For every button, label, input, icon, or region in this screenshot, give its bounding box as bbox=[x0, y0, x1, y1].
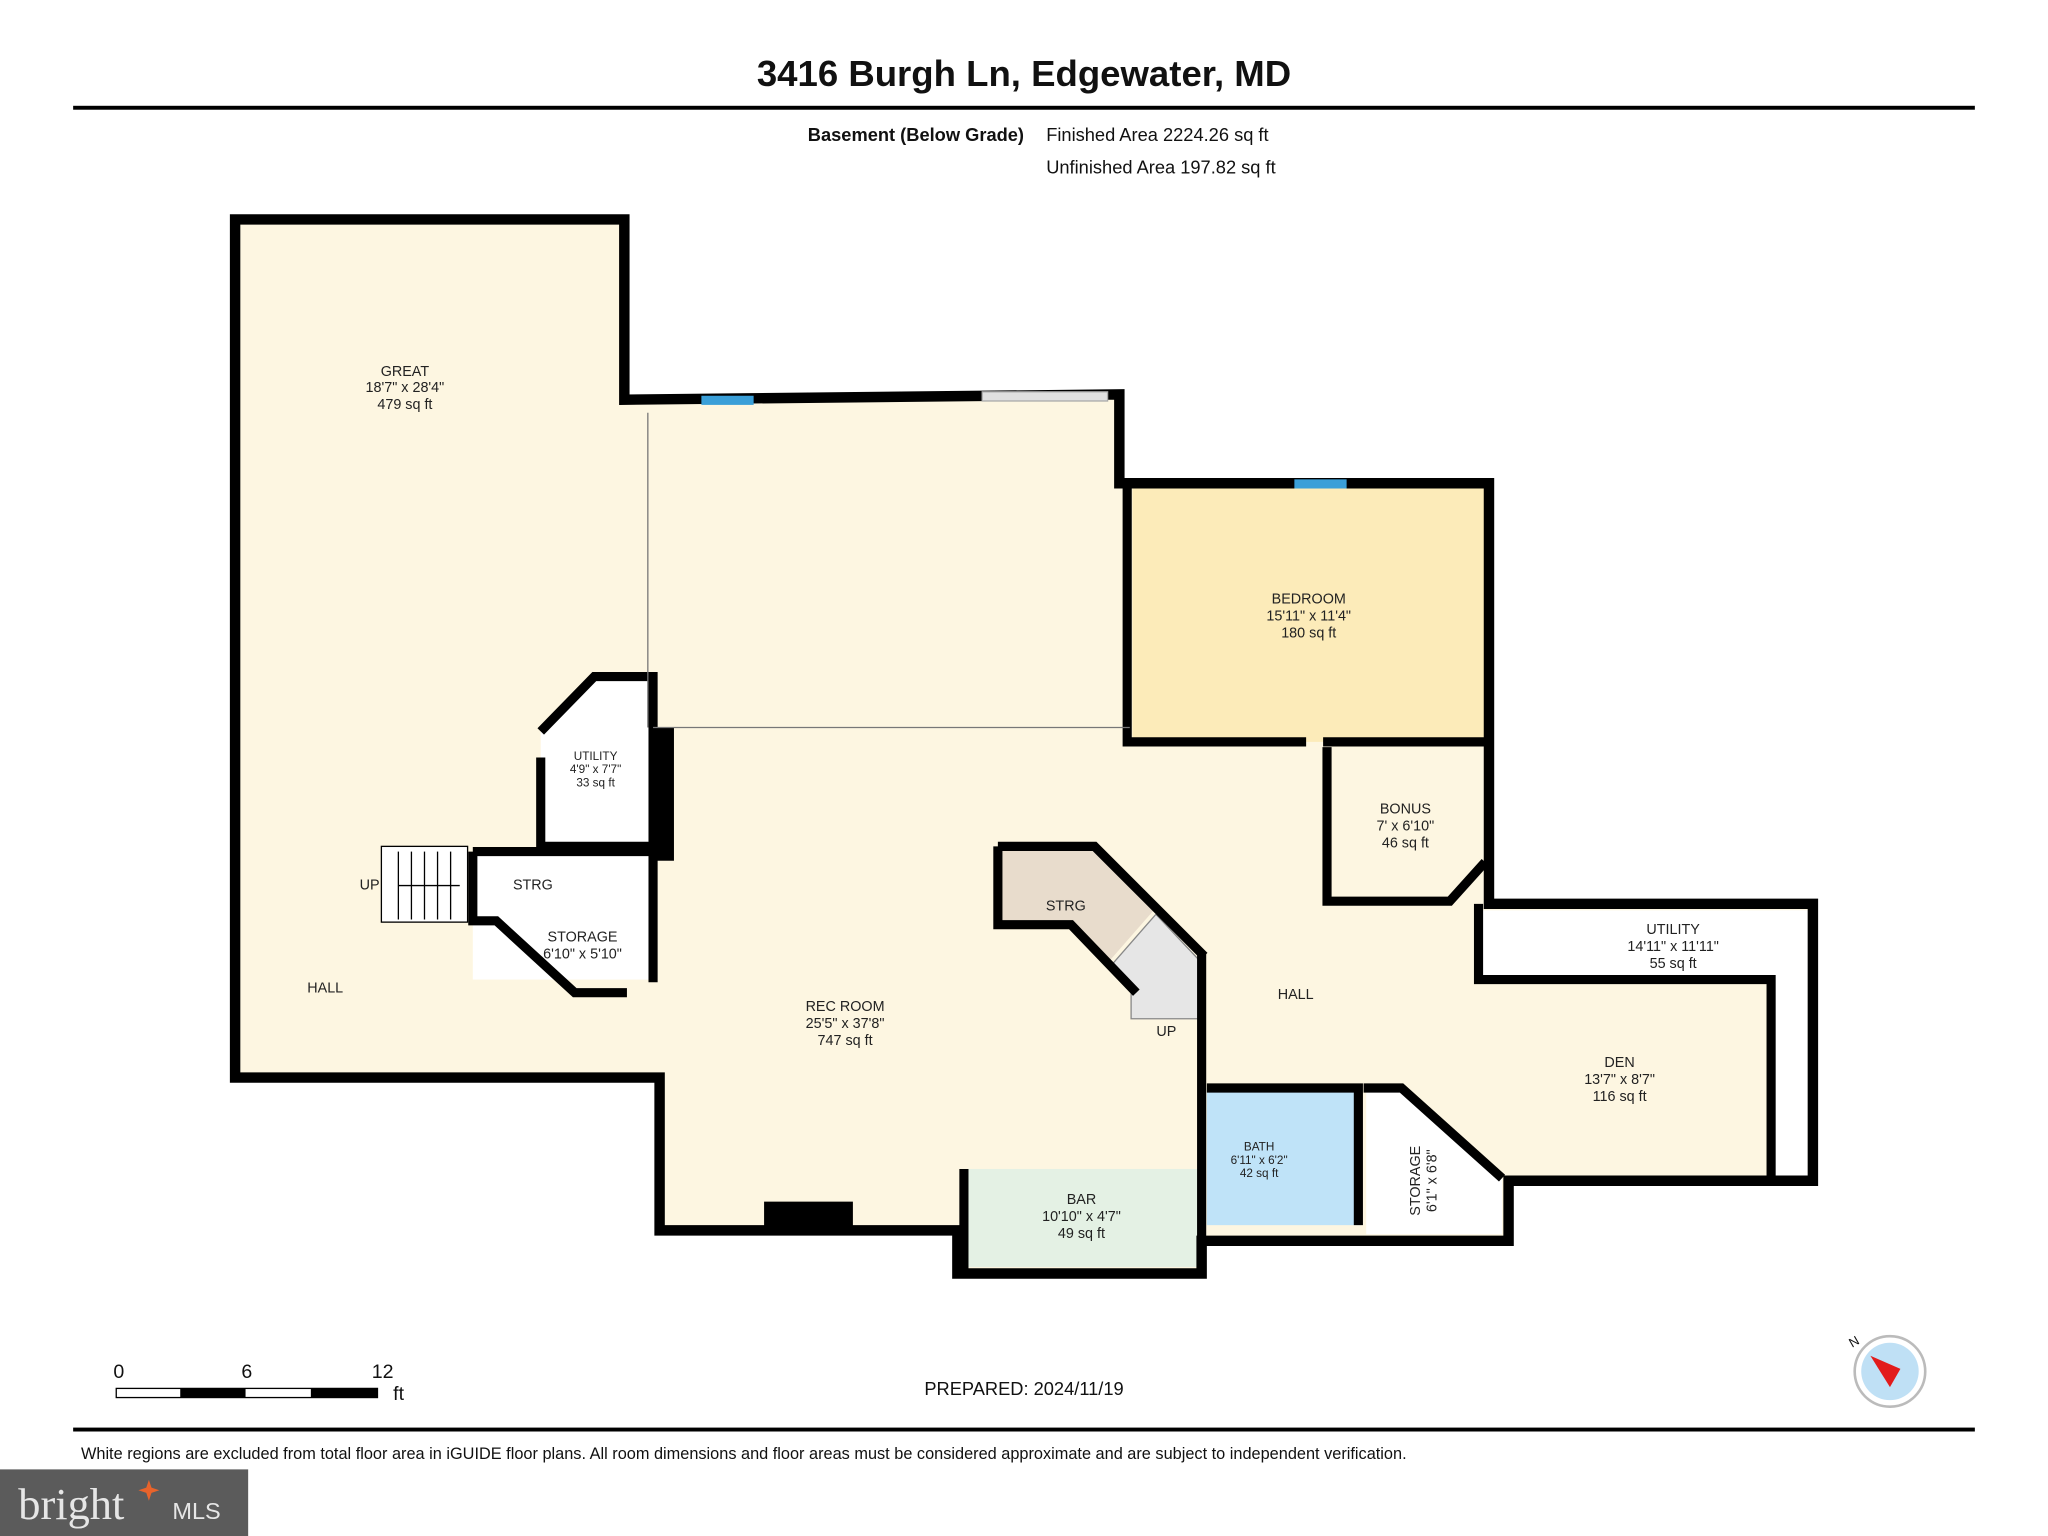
den-dims: 13'7" x 8'7" bbox=[1584, 1072, 1655, 1088]
wall-column bbox=[653, 727, 674, 861]
bath-room bbox=[1206, 1088, 1361, 1226]
sliding-door bbox=[981, 391, 1109, 402]
header-divider bbox=[73, 105, 1975, 110]
room-labels: GREAT 18'7" x 28'4" 479 sq ft BEDROOM 15… bbox=[307, 364, 1719, 1242]
interior-walls bbox=[468, 483, 1776, 1274]
storage-left-name: STORAGE bbox=[548, 930, 618, 946]
utility-large-strip bbox=[1773, 910, 1808, 1179]
utility-large-area: 55 sq ft bbox=[1650, 956, 1697, 972]
scale-tick-12: 12 bbox=[372, 1361, 394, 1383]
utility-small-dims: 4'9" x 7'7" bbox=[570, 763, 621, 776]
strg-left-name: STRG bbox=[513, 877, 553, 893]
finished-area: Finished Area 2224.26 sq ft bbox=[1046, 124, 1268, 145]
bedroom-room bbox=[1132, 488, 1486, 742]
storage-right-name: STORAGE bbox=[1408, 1146, 1424, 1216]
bonus-dims: 7' x 6'10" bbox=[1377, 819, 1435, 835]
bar-dims: 10'10" x 4'7" bbox=[1042, 1209, 1121, 1225]
bonus-name: BONUS bbox=[1380, 802, 1431, 818]
bedroom-name: BEDROOM bbox=[1272, 591, 1346, 607]
logo-star-icon bbox=[138, 1479, 160, 1501]
utility-large-room bbox=[1478, 910, 1808, 979]
utility-small-area: 33 sq ft bbox=[576, 776, 615, 789]
strg-center-room bbox=[997, 846, 1156, 960]
bath-dims: 6'11" x 6'2" bbox=[1231, 1154, 1288, 1167]
scale-tick-6: 6 bbox=[241, 1361, 252, 1383]
bright-mls-logo: bright MLS bbox=[0, 1469, 249, 1536]
strg-center-name: STRG bbox=[1046, 898, 1086, 914]
storage-right-dims: 6'1" x 6'8" bbox=[1425, 1149, 1441, 1212]
bar-area: 49 sq ft bbox=[1058, 1226, 1105, 1242]
utility-small-name: UTILITY bbox=[574, 750, 618, 763]
hall-right-label: HALL bbox=[1278, 987, 1314, 1003]
up-center-label: UP bbox=[1156, 1024, 1176, 1040]
level-label: Basement (Below Grade) bbox=[808, 124, 1024, 145]
great-name: GREAT bbox=[381, 364, 430, 380]
logo-suffix: MLS bbox=[172, 1498, 220, 1524]
bedroom-dims: 15'11" x 11'4" bbox=[1266, 608, 1351, 624]
hall-left-label: HALL bbox=[307, 981, 343, 997]
wall-column bbox=[764, 1201, 853, 1231]
bedroom-area: 180 sq ft bbox=[1281, 625, 1336, 641]
bonus-area: 46 sq ft bbox=[1382, 836, 1429, 852]
footer-divider bbox=[73, 1427, 1975, 1432]
scale-unit: ft bbox=[393, 1383, 404, 1405]
den-area: 116 sq ft bbox=[1593, 1089, 1647, 1105]
great-area: 479 sq ft bbox=[377, 397, 432, 413]
scale-bar: 0 6 12 ft bbox=[113, 1361, 404, 1405]
storage-right-room bbox=[1366, 1088, 1503, 1235]
great-dims: 18'7" x 28'4" bbox=[366, 380, 445, 396]
rec-room-name: REC ROOM bbox=[806, 999, 885, 1015]
storage-left-room bbox=[472, 851, 654, 980]
floor-area bbox=[235, 219, 1813, 1274]
stairs-left bbox=[380, 845, 469, 923]
bath-area: 42 sq ft bbox=[1240, 1167, 1279, 1180]
rec-room-dims: 25'5" x 37'8" bbox=[806, 1016, 885, 1032]
window bbox=[1294, 479, 1347, 489]
storage-left-dims: 6'10" x 5'10" bbox=[543, 947, 622, 963]
unfinished-area: Unfinished Area 197.82 sq ft bbox=[1046, 157, 1276, 178]
compass-north: N bbox=[1846, 1333, 1862, 1351]
window bbox=[701, 395, 754, 405]
compass-icon: N bbox=[1846, 1333, 1927, 1408]
disclaimer: White regions are excluded from total fl… bbox=[81, 1445, 1407, 1463]
utility-large-name: UTILITY bbox=[1646, 922, 1700, 938]
bar-room bbox=[963, 1168, 1200, 1267]
bath-name: BATH bbox=[1244, 1141, 1274, 1154]
logo-text: bright bbox=[18, 1479, 125, 1529]
page-title: 3416 Burgh Ln, Edgewater, MD bbox=[757, 53, 1291, 94]
exterior-wall bbox=[229, 214, 1819, 1279]
utility-small-room bbox=[540, 676, 654, 847]
den-name: DEN bbox=[1604, 1055, 1634, 1071]
bar-name: BAR bbox=[1067, 1192, 1097, 1208]
rec-room-area: 747 sq ft bbox=[818, 1033, 873, 1049]
up-left-label: UP bbox=[360, 877, 380, 893]
prepared-label: PREPARED: 2024/11/19 bbox=[924, 1378, 1123, 1399]
utility-large-dims: 14'11" x 11'11" bbox=[1627, 939, 1719, 955]
scale-tick-0: 0 bbox=[113, 1361, 124, 1383]
